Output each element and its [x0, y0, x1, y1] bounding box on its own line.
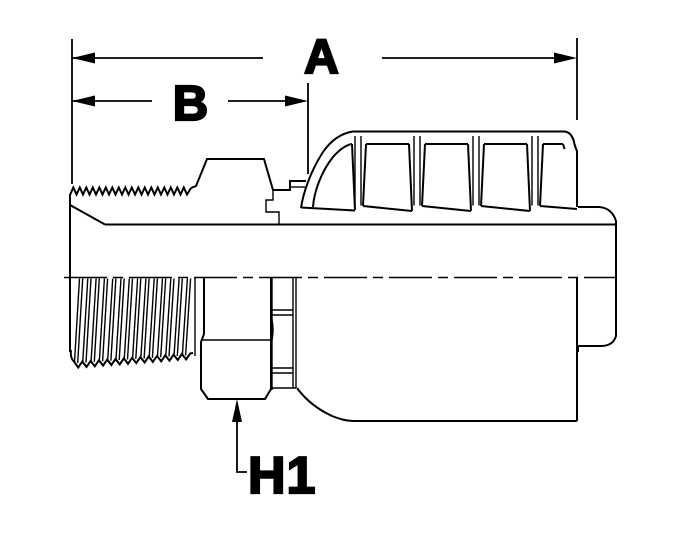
thread-flank-line: [173, 278, 180, 356]
hex-nut-lower: [194, 278, 274, 400]
thread-flank-line: [156, 278, 164, 357]
rib-bottom: [480, 205, 531, 212]
fitting-body: [69, 130, 617, 422]
thread-flank-line: [176, 278, 183, 357]
collar-dividers: [272, 309, 296, 389]
thread-flank-line: [77, 278, 84, 364]
thread-flank-line: [73, 278, 81, 363]
thread-flank-line: [181, 278, 189, 355]
hex-nut-outline: [200, 278, 272, 400]
thread-flank-line: [160, 278, 167, 358]
left-chamfer: [69, 204, 106, 226]
hex-chamfer-arc: [269, 313, 274, 347]
arrowhead-right-icon: [554, 52, 577, 64]
rib-left-edge: [362, 143, 367, 207]
collar-step: [265, 190, 280, 224]
thread-crest-outline: [69, 185, 192, 197]
thread-crest-zigzag: [69, 185, 192, 197]
thread-flank-line: [140, 278, 147, 358]
rib-left-edge: [539, 143, 544, 207]
shell-bottom-edge: [296, 387, 577, 422]
thread-flank-line: [135, 278, 142, 359]
thread-flank-line: [118, 278, 125, 361]
crimp-serration-ribs: [354, 136, 578, 212]
dimension-a: A: [71, 30, 578, 184]
arrowhead-left-icon: [72, 52, 95, 64]
rib-right-edge: [526, 143, 531, 212]
thread-flank-line: [184, 278, 192, 356]
arrowhead-up-icon: [232, 399, 242, 422]
rib-left-edge: [421, 143, 426, 207]
hex-nut-top-profile: [190, 158, 306, 191]
rib-bottom: [362, 205, 413, 212]
rib-right-edge: [467, 143, 472, 212]
thread-flank-line: [82, 278, 89, 362]
bell-rib-bottom: [300, 206, 356, 212]
thread-flank-line: [115, 278, 122, 360]
shell-bell-outer-curve: [300, 130, 578, 209]
thread-flank-line: [126, 278, 134, 360]
thread-flank-line: [110, 278, 117, 361]
dimension-b-label: B: [173, 77, 209, 131]
thread-flank-line: [143, 278, 150, 359]
rib-right-edge: [562, 143, 566, 150]
dimension-a-label: A: [304, 31, 340, 84]
thread-flank-line: [98, 278, 106, 361]
leader-h1-label: H1: [248, 447, 316, 505]
thread-flank-line: [148, 278, 155, 357]
thread-flank-line: [123, 278, 130, 359]
rib-bottom: [421, 205, 472, 212]
thread-flank-line: [131, 278, 139, 358]
thread-flank-line: [93, 278, 100, 362]
rib-left-edge: [480, 143, 485, 207]
arrowhead-right-icon: [285, 95, 308, 107]
leader-h1: H1: [232, 399, 317, 506]
arrowhead-left-icon: [72, 95, 95, 107]
thread-root-zigzag: [69, 349, 194, 370]
male-pipe-thread: [69, 278, 194, 370]
thread-flank-line: [168, 278, 175, 357]
collar-stack: [271, 278, 297, 390]
dimension-b: B: [72, 76, 309, 174]
rib-bottom: [539, 205, 578, 210]
thread-flank-line: [101, 278, 109, 362]
thread-flank-line: [85, 278, 92, 363]
shell-bell-inner-curve: [312, 143, 353, 208]
rib-right-edge: [408, 143, 413, 212]
leader-line: [236, 418, 247, 473]
thread-flank-line: [107, 278, 114, 360]
tail-end-profile: [577, 206, 617, 352]
thread-flank-line: [90, 278, 97, 361]
thread-flank-line: [151, 278, 159, 358]
thread-flank-line: [165, 278, 172, 356]
